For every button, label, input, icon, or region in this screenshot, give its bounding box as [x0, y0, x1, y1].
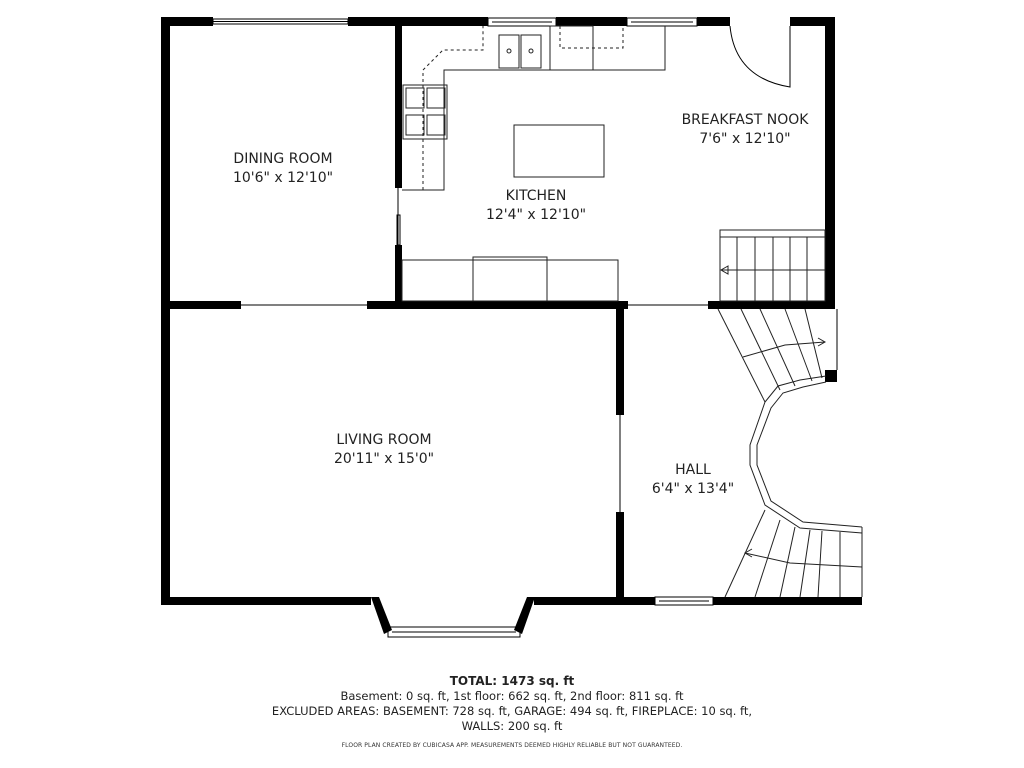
total-area: TOTAL: 1473 sq. ft	[449, 674, 575, 688]
room-name: HALL	[675, 462, 711, 478]
room-name: LIVING ROOM	[336, 432, 432, 448]
floor-areas: Basement: 0 sq. ft, 1st floor: 662 sq. f…	[340, 689, 684, 703]
kitchen-fixtures	[401, 25, 666, 302]
credit-note: FLOOR PLAN CREATED BY CUBICASA APP. MEAS…	[341, 742, 683, 749]
room-size: 12'4" x 12'10"	[485, 207, 587, 223]
excluded-areas: EXCLUDED AREAS: BASEMENT: 728 sq. ft, GA…	[271, 704, 753, 718]
room-name: KITCHEN	[505, 188, 567, 204]
room-size: 10'6" x 12'10"	[232, 170, 334, 186]
room-kitchen: KITCHEN 12'4" x 12'10"	[486, 187, 586, 225]
walls	[161, 17, 862, 634]
room-size: 20'11" x 15'0"	[333, 451, 435, 467]
room-name: BREAKFAST NOOK	[681, 112, 809, 128]
room-size: 6'4" x 13'4"	[651, 481, 735, 497]
room-name: DINING ROOM	[233, 151, 333, 167]
room-breakfast-nook: BREAKFAST NOOK 7'6" x 12'10"	[682, 111, 809, 149]
windows-doors	[212, 17, 838, 638]
room-size: 7'6" x 12'10"	[699, 131, 791, 147]
staircases	[717, 229, 863, 598]
room-living: LIVING ROOM 20'11" x 15'0"	[334, 431, 434, 469]
room-dining: DINING ROOM 10'6" x 12'10"	[233, 150, 333, 188]
walls-area: WALLS: 200 sq. ft	[461, 719, 563, 733]
room-hall: HALL 6'4" x 13'4"	[652, 461, 734, 499]
